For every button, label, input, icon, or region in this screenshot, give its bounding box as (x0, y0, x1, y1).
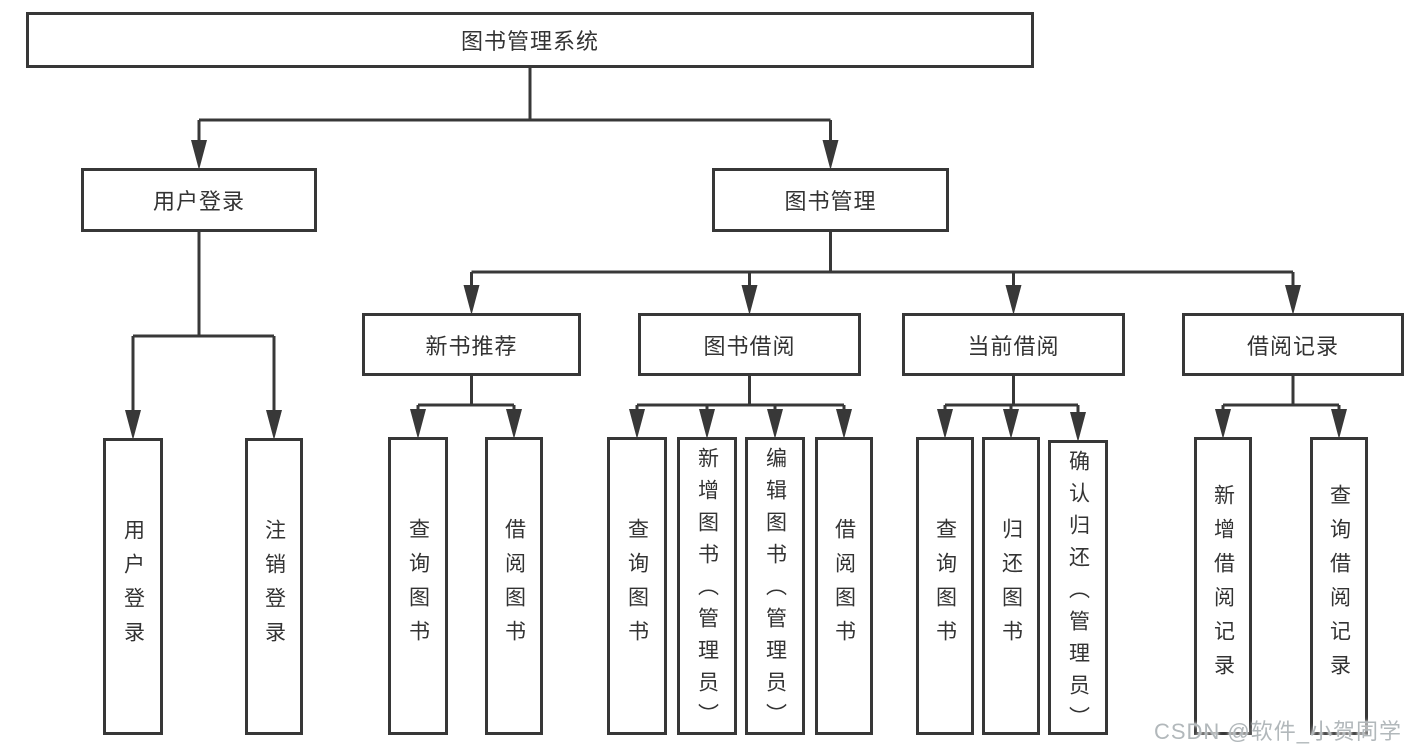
node-user-login: 用户登录 (81, 168, 317, 232)
node-new-book-rec: 新书推荐 (362, 313, 581, 376)
arrowhead-icon (1331, 409, 1347, 439)
arrowhead-icon (1005, 285, 1022, 315)
arrowhead-icon (463, 285, 480, 315)
node-borrow-records: 借阅记录 (1182, 313, 1404, 376)
arrowhead-icon (410, 409, 426, 439)
node-label-borrow-add-books: 新增图书（管理员） (695, 447, 719, 735)
arrowhead-icon (125, 410, 141, 440)
node-label-user-login: 用户登录 (152, 189, 245, 214)
arrowhead-icon (191, 140, 207, 170)
node-borrow-borrow-books: 借阅图书 (815, 437, 873, 735)
node-label-book-mgmt: 图书管理 (784, 189, 877, 214)
node-book-mgmt: 图书管理 (712, 168, 949, 232)
node-root: 图书管理系统 (26, 12, 1034, 68)
node-current-return-books: 归还图书 (982, 437, 1040, 735)
node-book-borrow: 图书借阅 (638, 313, 861, 376)
node-borrow-edit-books: 编辑图书（管理员） (745, 437, 805, 735)
connector-group-book-borrow (629, 375, 852, 439)
node-login-user: 用户登录 (103, 438, 163, 735)
node-label-current-return-books: 归还图书 (999, 518, 1023, 654)
arrowhead-icon (1285, 285, 1301, 315)
node-label-login-user: 用户登录 (121, 518, 145, 655)
node-login-logout: 注销登录 (245, 438, 303, 735)
node-label-borrow-edit-books: 编辑图书（管理员） (763, 447, 787, 735)
connector-group-borrow-records (1215, 375, 1347, 439)
arrowhead-icon (629, 409, 645, 439)
arrowhead-icon (836, 409, 852, 439)
node-label-rec-query-books: 查询图书 (406, 518, 430, 654)
arrowhead-icon (699, 409, 715, 439)
node-label-new-book-rec: 新书推荐 (425, 333, 518, 359)
node-label-borrow-query-books: 查询图书 (625, 518, 649, 654)
node-label-borrow-borrow-books: 借阅图书 (832, 518, 856, 654)
node-label-borrow-records: 借阅记录 (1246, 333, 1339, 359)
node-records-add-record: 新增借阅记录 (1194, 437, 1252, 735)
connector-group-new-book-rec (410, 375, 522, 439)
connector-group-root (191, 67, 839, 170)
arrowhead-icon (767, 409, 783, 439)
node-label-current-borrow: 当前借阅 (967, 333, 1060, 359)
node-label-current-query-books: 查询图书 (933, 518, 957, 654)
csdn-watermark: CSDN @软件_小贺同学 (1153, 719, 1402, 744)
arrowhead-icon (822, 140, 839, 170)
node-label-records-add-record: 新增借阅记录 (1211, 484, 1235, 688)
node-records-query-record: 查询借阅记录 (1310, 437, 1368, 735)
connector-group-book-mgmt (463, 231, 1301, 315)
node-rec-query-books: 查询图书 (388, 437, 448, 735)
node-rec-borrow-books: 借阅图书 (485, 437, 543, 735)
connector-group-current-borrow (937, 375, 1086, 442)
arrowhead-icon (1215, 409, 1231, 439)
arrowhead-icon (506, 409, 522, 439)
node-label-current-confirm-return: 确认归还（管理员） (1066, 450, 1090, 738)
node-borrow-query-books: 查询图书 (607, 437, 667, 735)
node-borrow-add-books: 新增图书（管理员） (677, 437, 737, 735)
node-current-confirm-return: 确认归还（管理员） (1048, 440, 1108, 738)
arrowhead-icon (266, 410, 282, 440)
node-label-records-query-record: 查询借阅记录 (1327, 484, 1351, 688)
node-current-borrow: 当前借阅 (902, 313, 1125, 376)
connector-group-user-login (125, 231, 282, 440)
node-current-query-books: 查询图书 (916, 437, 974, 735)
arrowhead-icon (741, 285, 758, 315)
node-label-book-borrow: 图书借阅 (703, 333, 796, 359)
arrowhead-icon (937, 409, 953, 439)
arrowhead-icon (1070, 412, 1086, 442)
node-label-rec-borrow-books: 借阅图书 (502, 518, 526, 654)
arrowhead-icon (1003, 409, 1019, 439)
node-label-root: 图书管理系统 (460, 29, 599, 54)
node-label-login-logout: 注销登录 (262, 518, 286, 655)
